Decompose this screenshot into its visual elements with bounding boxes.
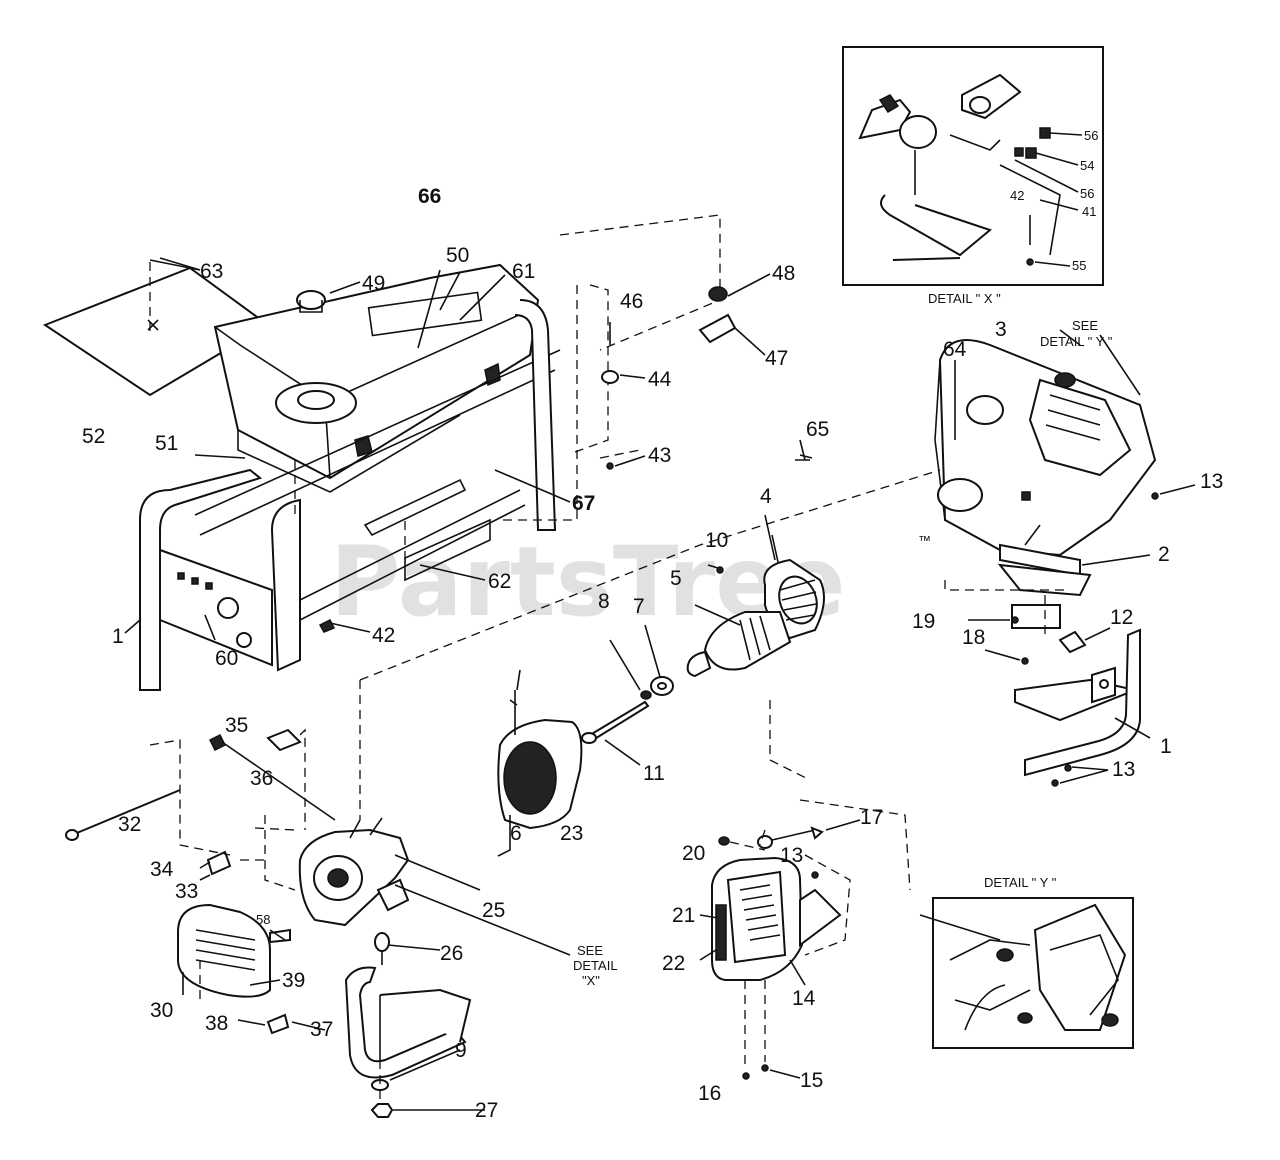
callout-50: 50 <box>446 244 469 267</box>
callout-1: 1 <box>112 625 124 648</box>
callout-7: 7 <box>633 595 645 618</box>
callout-58: 58 <box>256 912 270 927</box>
callout-63: 63 <box>200 260 223 283</box>
callout-48: 48 <box>772 262 795 285</box>
see-y-line1: SEE <box>1072 318 1098 333</box>
callout-34: 34 <box>150 858 174 881</box>
callout-51: 51 <box>155 432 178 455</box>
callout-17: 17 <box>860 806 883 829</box>
callout-43: 43 <box>648 444 671 467</box>
callout-18: 18 <box>962 626 985 649</box>
generator-core: 65 4 10 5 8 7 11 <box>359 418 941 785</box>
callout-30: 30 <box>150 999 173 1022</box>
callout-44: 44 <box>648 368 672 391</box>
callout-33: 33 <box>175 880 198 903</box>
callout-39: 39 <box>282 969 305 992</box>
callout-67: 67 <box>572 492 595 515</box>
callout-52: 52 <box>82 425 105 448</box>
callout-54: 54 <box>1080 158 1094 173</box>
callout-37: 37 <box>310 1018 333 1041</box>
callout-42: 42 <box>372 624 395 647</box>
callout-4: 4 <box>760 485 772 508</box>
callout-9: 9 <box>455 1039 467 1062</box>
muffler-assembly: 20 17 13 21 22 14 16 15 <box>662 799 1001 1105</box>
see-y-line2: DETAIL " Y " <box>1040 334 1113 349</box>
callout-19: 19 <box>912 610 935 633</box>
tank-frame-assembly: 63 52 66 50 61 49 51 1 60 62 42 67 <box>42 185 721 691</box>
callout-10: 10 <box>705 529 728 552</box>
callout-16: 16 <box>698 1082 721 1105</box>
callout-11: 11 <box>643 762 665 785</box>
callout-46: 46 <box>620 290 643 313</box>
see-x-line2: DETAIL <box>573 958 618 973</box>
callout-26: 26 <box>440 942 463 965</box>
detail-y-box: DETAIL " Y " <box>932 875 1134 1049</box>
callout-6: 6 <box>510 822 522 845</box>
callout-14: 14 <box>792 987 816 1010</box>
callout-62: 62 <box>488 570 511 593</box>
engine-assembly: 64 3 SEE DETAIL " Y " 13 <box>934 318 1223 577</box>
callout-55: 55 <box>1072 258 1086 273</box>
engine-mount: 2 19 12 18 1 13 <box>912 543 1172 787</box>
detail-y-title: DETAIL " Y " <box>984 875 1057 890</box>
callout-5: 5 <box>670 567 682 590</box>
see-x-line1: SEE <box>577 943 603 958</box>
callout-36: 36 <box>250 767 273 790</box>
fuel-valve-parts: 48 46 47 44 43 <box>601 262 795 470</box>
callout-41: 41 <box>1082 204 1096 219</box>
detail-x-title: DETAIL " X " <box>928 291 1001 306</box>
callout-35: 35 <box>225 714 248 737</box>
watermark-tm: ™ <box>918 533 931 548</box>
callout-47: 47 <box>765 347 788 370</box>
callout-12: 12 <box>1110 606 1133 629</box>
callout-42: 42 <box>1010 188 1024 203</box>
callout-49: 49 <box>362 272 385 295</box>
callout-2: 2 <box>1158 543 1170 566</box>
callout-1: 1 <box>1160 735 1172 758</box>
callout-8: 8 <box>598 590 610 613</box>
callout-13: 13 <box>780 844 803 867</box>
callout-3: 3 <box>995 318 1007 341</box>
callout-13: 13 <box>1200 470 1223 493</box>
callout-38: 38 <box>205 1012 228 1035</box>
callout-60: 60 <box>215 647 238 670</box>
callout-25: 25 <box>482 899 505 922</box>
detail-x-box: 56 54 56 42 41 55 DETAIL " X " <box>842 46 1104 306</box>
callout-15: 15 <box>800 1069 823 1092</box>
callout-22: 22 <box>662 952 685 975</box>
front-foot-assembly: 9 27 <box>344 966 498 1122</box>
callout-61: 61 <box>512 260 535 283</box>
callout-32: 32 <box>118 813 141 836</box>
callout-21: 21 <box>672 904 695 927</box>
see-x-line3: "X" <box>582 973 600 988</box>
callout-66: 66 <box>418 185 441 208</box>
callout-64: 64 <box>943 338 967 361</box>
end-bell-assembly: 35 36 32 6 23 34 33 58 25 26 SEE DETAIL … <box>65 669 618 1041</box>
callout-56: 56 <box>1084 128 1098 143</box>
callout-20: 20 <box>682 842 705 865</box>
callout-27: 27 <box>475 1099 498 1122</box>
callout-23: 23 <box>560 822 583 845</box>
callout-13: 13 <box>1112 758 1135 781</box>
callout-65: 65 <box>806 418 829 441</box>
callout-56: 56 <box>1080 186 1094 201</box>
